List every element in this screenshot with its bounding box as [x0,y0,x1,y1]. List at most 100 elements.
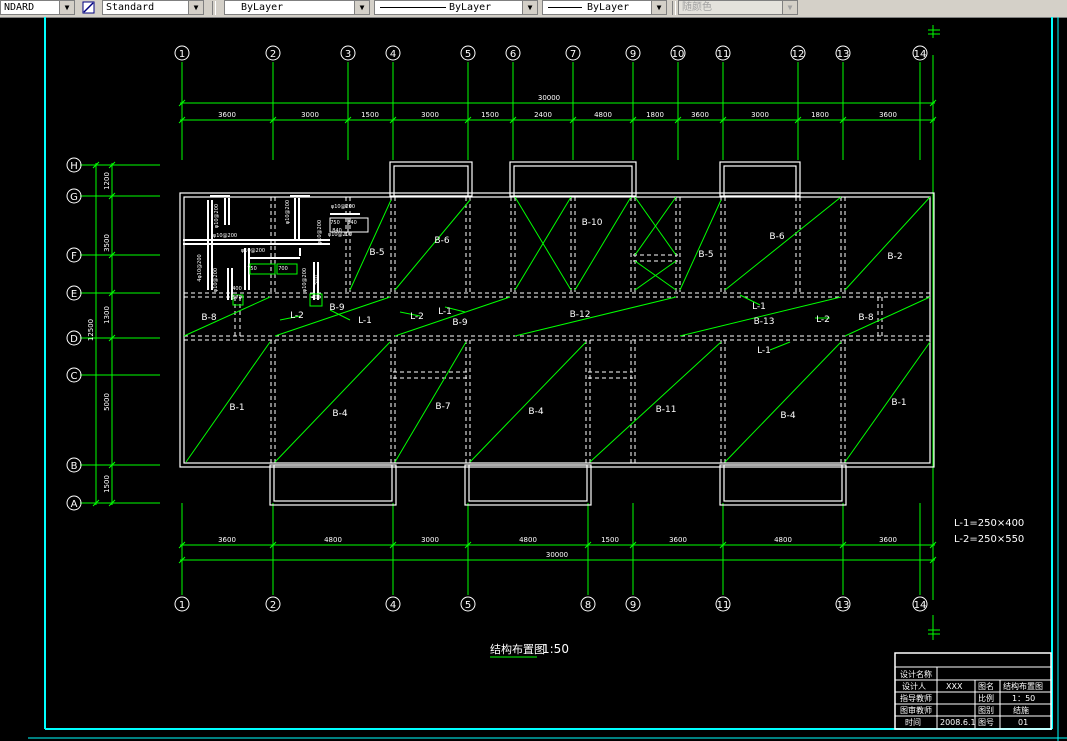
rebar-label: 750 [330,220,340,226]
axis-bubble-label: C [71,371,78,382]
tb-value-scale: 1：50 [1012,694,1035,703]
axis-bubble-bottom: 13 [835,596,851,612]
rebar-label: 840 [332,228,342,234]
lineweight-value: ByLayer [587,2,630,13]
toolbar-separator [672,1,676,15]
rebar-label: φ10@200 [331,204,355,210]
text-style-value: NDARD [4,2,35,13]
axis-bubble-bottom: 1 [174,596,190,612]
dim-top: 3600 [691,111,709,119]
axis-bubble-label: 7 [570,49,576,60]
dim-tick [464,116,472,124]
axis-bubble-circle [505,45,521,61]
axis-bubble-row: E [66,285,82,301]
axis-bubble-top: 12 [790,45,806,61]
rebar-label: 570 [232,295,242,301]
slab-label: B-5 [369,248,384,258]
rebar-label: 840 [347,220,357,226]
leader-line [399,311,421,317]
slab-label: B-8 [201,313,216,323]
rebar-label: φ10@200 [285,200,291,224]
axis-bubble-bottom: 5 [460,596,476,612]
chevron-down-icon[interactable]: ▼ [354,1,369,14]
slab-diagonal [394,341,467,463]
axis-bubble-circle [66,367,82,383]
axis-bubble-top: 1 [174,45,190,61]
slab-label: B-1 [891,398,906,408]
slab-diagonal [634,260,677,291]
axis-bubble-row: C [66,367,82,383]
axis-bubble-circle [66,157,82,173]
axis-bubble-circle [715,45,731,61]
balcony-top-inner [723,165,797,197]
plot-style-value: 随颜色 [682,2,712,13]
axis-bubble-circle [66,330,82,346]
linetype-dropdown[interactable]: ByLayer ▼ [374,0,538,15]
dim-tick [92,499,100,507]
slab-label: B-6 [769,232,784,242]
balcony-top-inner [513,165,633,197]
axis-bubble-top: 2 [265,45,281,61]
lineweight-dropdown[interactable]: ByLayer ▼ [542,0,667,15]
rebar-label: φ10@200 [213,268,219,292]
rebar-box [309,293,323,307]
beams [184,197,930,463]
axis-bubble-top: 7 [565,45,581,61]
chevron-down-icon[interactable]: ▼ [782,1,797,14]
slab-label: B-7 [435,402,450,412]
axis-bubble-label: 2 [270,49,276,60]
axis-bubble-circle [625,596,641,612]
slab-label: B-9 [452,318,467,328]
axis-bubble-circle [340,45,356,61]
dim-style-icon[interactable] [80,0,97,15]
drawing-scale: 1:50 [542,642,569,656]
dim-left: 1500 [103,475,111,493]
axis-bubble-label: H [70,161,78,172]
chevron-down-icon[interactable]: ▼ [522,1,537,14]
slab-label: L-1 [757,346,771,356]
dim-top: 3000 [421,111,439,119]
axis-bubble-top: 13 [835,45,851,61]
slab-label: B-4 [528,407,543,417]
dim-left: 5000 [103,393,111,411]
layer-dropdown[interactable]: ByLayer ▼ [224,0,464,15]
dim-total-top: 30000 [538,94,560,102]
plot-style-dropdown[interactable]: 随颜色 ▼ [678,0,798,15]
dim-tick [108,499,116,507]
tb-value-designer: XXX [946,682,963,691]
leader-line [279,315,301,321]
dim-top: 1800 [811,111,829,119]
slab-label: B-12 [570,310,591,320]
slab-label: B-4 [332,409,347,419]
dim-style-dropdown[interactable]: Standard ▼ [102,0,204,15]
axis-bubble-label: A [71,499,78,510]
dim-tick [178,99,186,107]
axis-bubble-label: 9 [630,49,636,60]
axis-bubble-top: 3 [340,45,356,61]
slab-diagonal [349,199,392,291]
tb-label-reviewer: 图审教师 [900,705,932,715]
slab-diagonal [844,196,931,291]
chevron-down-icon[interactable]: ▼ [188,1,203,14]
axis-bubble-circle [66,495,82,511]
axis-bubble-row: D [66,330,82,346]
grid-lines [80,25,940,640]
dim-tick [929,99,937,107]
axis-bubble-label: 6 [510,49,516,60]
chevron-down-icon[interactable]: ▼ [59,1,74,14]
axis-bubble-circle [670,45,686,61]
tb-label-date: 时间 [905,717,921,727]
slab-label: B-6 [434,236,449,246]
tb-value-drawing-name: 结构布置图 [1003,681,1043,691]
text-style-dropdown[interactable]: NDARD ▼ [0,0,75,15]
slab-diagonal [183,296,271,337]
axis-bubble-bottom: 11 [715,596,731,612]
dim-top: 3000 [751,111,769,119]
chevron-down-icon[interactable]: ▼ [651,1,666,14]
axis-bubble-circle [66,188,82,204]
tb-label-drawing-name: 图名 [978,681,994,691]
slab-diagonal [185,341,271,463]
rebar-label: 750 [247,266,257,272]
slab-diagonal [274,296,391,337]
